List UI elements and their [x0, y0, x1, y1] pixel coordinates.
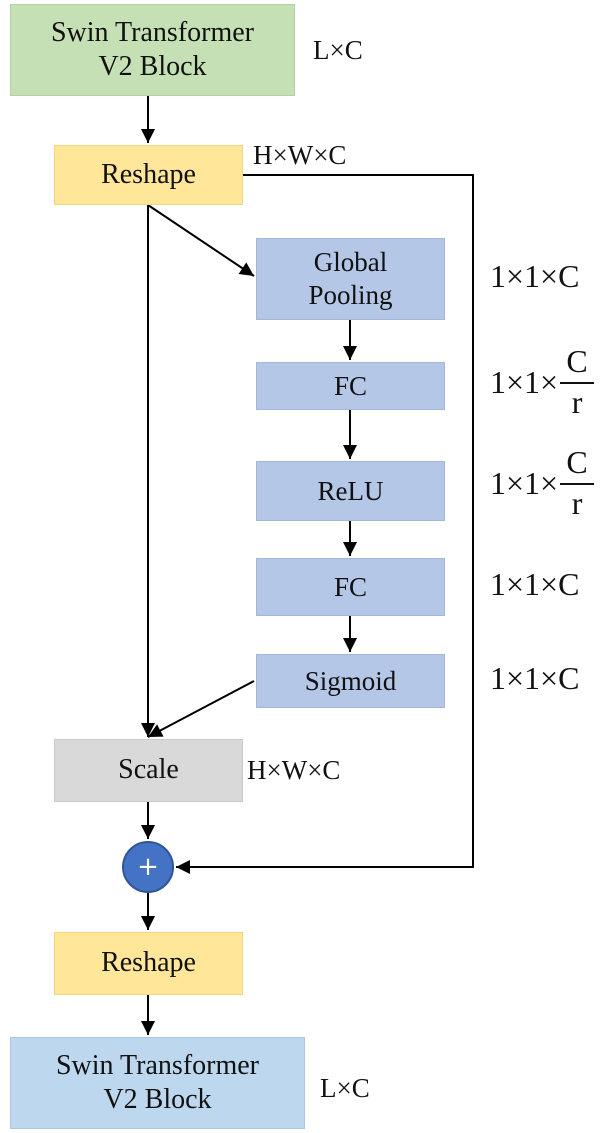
global-pooling-line1: Global: [313, 247, 388, 278]
fc1-dim-fraction: C r: [560, 343, 595, 420]
arrow-residual-to-add: [176, 174, 474, 874]
arrow-sigmoid-to-scale: [147, 680, 255, 738]
arrow-reshape-to-pooling: [147, 204, 255, 277]
scale-label: Scale: [118, 754, 179, 786]
relu-dim-fraction: C r: [560, 444, 595, 521]
input-block-line1: Swin Transformer: [50, 16, 254, 48]
fc2-dim-label: 1×1×C: [490, 566, 580, 602]
fc1-block: FC: [256, 362, 445, 410]
output-block-line1: Swin Transformer: [55, 1049, 259, 1081]
reshape-top-block: Reshape: [54, 145, 243, 205]
scale-block: Scale: [54, 739, 243, 802]
sigmoid-block: Sigmoid: [256, 654, 445, 708]
plus-circle-icon: +: [122, 841, 174, 893]
relu-dim-numerator: C: [566, 444, 588, 480]
global-pooling-block: Global Pooling: [256, 238, 445, 320]
output-block-line2: V2 Block: [103, 1084, 212, 1115]
output-dim-label: L×C: [320, 1073, 370, 1103]
fc2-label: FC: [333, 571, 368, 602]
reshape-bottom-block: Reshape: [54, 932, 243, 995]
fc2-block: FC: [256, 558, 445, 616]
relu-dim-label: 1×1× C r: [490, 444, 595, 521]
output-block: Swin Transformer V2 Block: [10, 1037, 305, 1129]
fc1-dim-denominator: r: [560, 381, 595, 420]
input-block: Swin Transformer V2 Block: [10, 4, 295, 96]
input-block-line2: V2 Block: [98, 51, 207, 82]
input-dim-label: L×C: [313, 35, 363, 65]
relu-block: ReLU: [256, 461, 445, 521]
reshape-top-label: Reshape: [101, 158, 196, 190]
reshape-top-dim-label: H×W×C: [253, 140, 347, 170]
fc1-label: FC: [333, 370, 368, 401]
relu-dim-prefix: 1×1×: [490, 464, 559, 501]
global-pooling-dim-label: 1×1×C: [490, 258, 580, 294]
fc1-dim-prefix: 1×1×: [490, 363, 559, 400]
fc1-dim-numerator: C: [566, 343, 588, 379]
sigmoid-dim-label: 1×1×C: [490, 660, 580, 696]
scale-dim-label: H×W×C: [247, 755, 341, 785]
global-pooling-line2: Pooling: [308, 280, 393, 310]
fc1-dim-label: 1×1× C r: [490, 343, 595, 420]
reshape-bottom-label: Reshape: [101, 947, 196, 979]
sigmoid-label: Sigmoid: [304, 665, 397, 696]
relu-label: ReLU: [317, 475, 384, 506]
relu-dim-denominator: r: [560, 482, 595, 521]
